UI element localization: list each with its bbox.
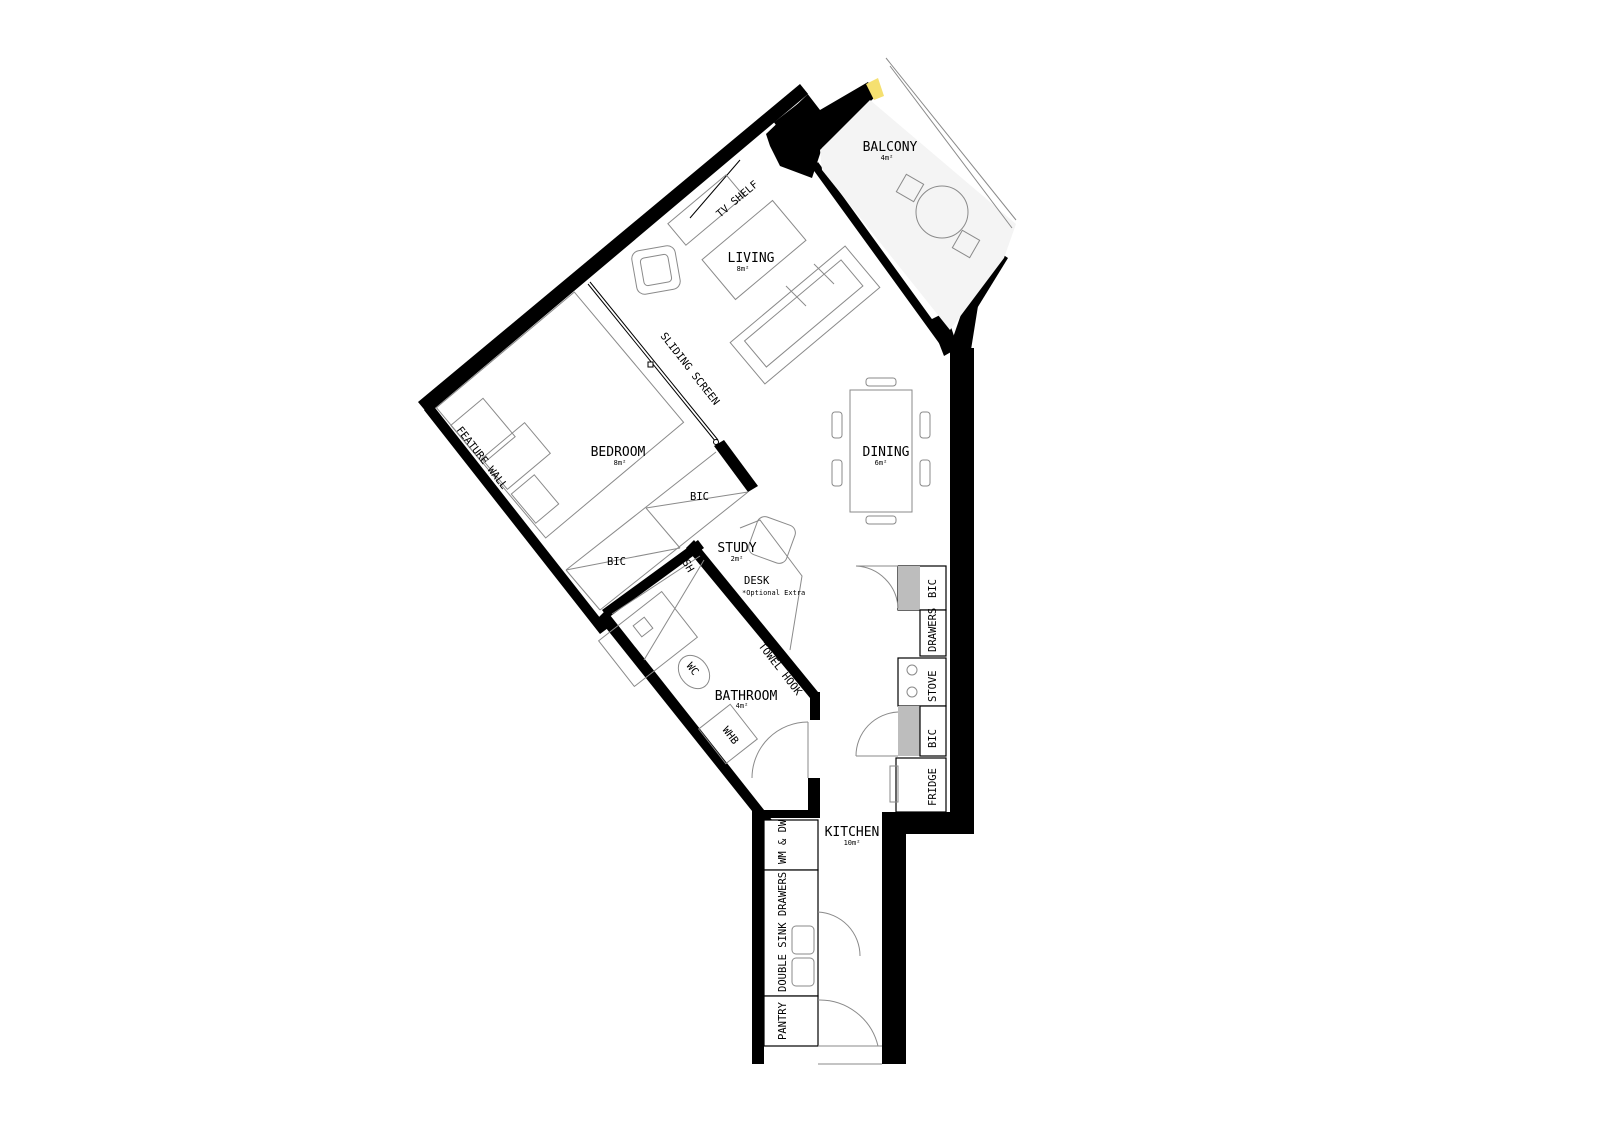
wall-kitchen-left-stub	[752, 1046, 764, 1064]
wall-living-stub	[930, 312, 958, 356]
bathroom-fixtures	[597, 555, 809, 779]
living-furniture	[631, 159, 881, 385]
accent-marker	[866, 78, 884, 100]
wc-label: WC	[684, 660, 701, 677]
bic-bedroom-label: BIC	[690, 491, 709, 503]
drawers-label: DRAWERS	[927, 608, 939, 652]
stove-label: STOVE	[927, 670, 939, 702]
wall-west	[424, 404, 608, 634]
wall-bathroom-right	[810, 692, 820, 720]
double-sink-drawers-label: DOUBLE SINK DRAWERS	[777, 872, 789, 992]
pantry-label: PANTRY	[777, 1001, 789, 1040]
whb-label: WHB	[720, 724, 741, 746]
kitchen-fixtures	[763, 565, 947, 1065]
balcony-area	[820, 57, 1017, 330]
dining-label: DINING	[863, 445, 910, 460]
dining-area: 6m²	[875, 459, 888, 467]
wall-southwest	[598, 610, 772, 826]
wall-bedroom-robe	[714, 440, 758, 492]
tv-shelf-label: TV SHELF	[714, 179, 760, 221]
bic-kitchen-bottom-label: BIC	[927, 729, 939, 748]
bedroom-label: BEDROOM	[591, 445, 646, 460]
living-area: 8m²	[737, 265, 750, 273]
bedroom-area: 8m²	[614, 459, 627, 467]
balcony-label: BALCONY	[863, 140, 918, 155]
sh-label: SH	[679, 558, 696, 575]
study-label: STUDY	[717, 541, 756, 556]
bic-kitchen-top-label: BIC	[927, 579, 939, 598]
wall-corner-block	[766, 82, 876, 178]
wall-corner-pillar	[773, 103, 817, 147]
walls	[418, 78, 1008, 1064]
optional-extra-label: *Optional Extra	[742, 589, 805, 597]
kitchen-area: 10m²	[844, 839, 861, 847]
wall-kitchen-left	[752, 812, 764, 1064]
wall-east	[950, 348, 974, 834]
wall-bathroom-bottom-right	[808, 778, 820, 818]
wall-kitchen-right	[882, 812, 906, 1064]
bedroom-furniture	[435, 291, 749, 611]
sliding-screen	[587, 281, 719, 445]
desk-label: DESK	[744, 575, 770, 587]
bathroom-area: 4m²	[736, 702, 749, 710]
labels: BALCONY 4m² LIVING 8m² BEDROOM 8m² DININ…	[454, 140, 939, 1040]
wall-bathroom-diag	[686, 540, 818, 698]
wall-robe-bottom	[602, 540, 704, 618]
wall-bathroom-bottom	[752, 810, 820, 818]
kitchen-label: KITCHEN	[825, 825, 880, 840]
wall-living-balcony	[812, 162, 950, 350]
study-area: 2m²	[731, 555, 744, 563]
wm-dw-label: WM & DW	[777, 819, 789, 864]
bic-robe-label: BIC	[607, 556, 626, 568]
wall-northwest	[418, 84, 808, 414]
balcony-area: 4m²	[881, 154, 894, 162]
study-furniture	[739, 516, 803, 651]
dining-furniture	[831, 377, 931, 525]
sliding-screen-label: SLIDING SCREEN	[658, 330, 722, 407]
bathroom-label: BATHROOM	[715, 689, 778, 704]
living-label: LIVING	[728, 251, 775, 266]
fridge-label: FRIDGE	[927, 768, 939, 806]
